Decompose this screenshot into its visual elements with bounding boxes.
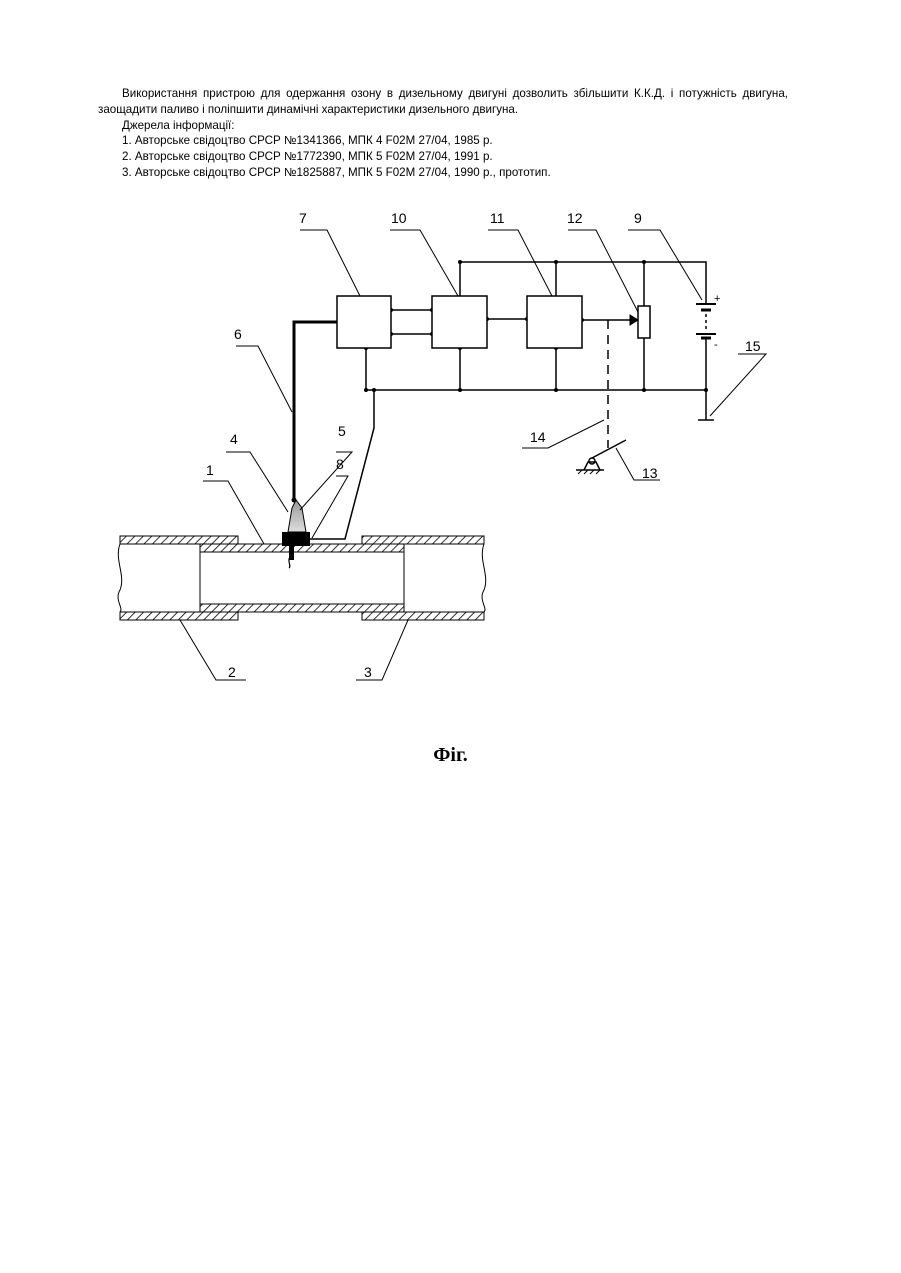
potentiometer-12 — [638, 306, 650, 338]
source-item-3: 3. Авторське свідоцтво СРСР №1825887, МП… — [98, 165, 788, 181]
battery-minus-sign: - — [714, 339, 718, 351]
battery-9 — [696, 304, 716, 338]
description-paragraph: Використання пристрою для одержання озон… — [98, 86, 788, 118]
source-item-1: 1. Авторське свідоцтво СРСР №1341366, МП… — [98, 133, 788, 149]
hv-line-6 — [294, 322, 337, 500]
block-10 — [432, 296, 487, 348]
label-4: 4 — [230, 431, 238, 447]
label-12: 12 — [567, 210, 583, 226]
bottom-bus — [366, 348, 706, 420]
label-14: 14 — [530, 429, 546, 445]
source-item-2: 2. Авторське свідоцтво СРСР №1772390, МП… — [98, 149, 788, 165]
circuit-figure: + - 7 10 11 12 9 15 6 4 5 8 1 — [0, 190, 901, 730]
label-15: 15 — [745, 338, 761, 354]
pipe-1-bottom-wall — [200, 604, 404, 612]
sources-heading: Джерела інформації: — [98, 118, 788, 134]
break-line-right — [482, 544, 486, 612]
block-11 — [527, 296, 582, 348]
label-1: 1 — [206, 462, 214, 478]
ozonizer-element — [282, 498, 310, 569]
pipe-2-bottom-wall — [120, 612, 238, 620]
block-7 — [337, 296, 391, 348]
label-11: 11 — [490, 210, 505, 226]
label-5: 5 — [338, 423, 346, 439]
break-line-left — [118, 544, 122, 612]
pipe-assembly — [118, 536, 486, 620]
pipe-3-top-wall — [362, 536, 484, 544]
battery-plus-sign: + — [714, 293, 720, 305]
accelerator-pedal-13 — [576, 440, 626, 474]
label-9: 9 — [634, 210, 642, 226]
text-block: Використання пристрою для одержання озон… — [98, 86, 788, 181]
figure-caption: Фіг. — [0, 744, 901, 767]
top-bus — [460, 262, 706, 304]
label-10: 10 — [391, 210, 407, 226]
label-3: 3 — [364, 664, 372, 680]
pipe-2-top-wall — [120, 536, 238, 544]
label-8: 8 — [336, 456, 344, 472]
label-13: 13 — [642, 465, 658, 481]
pipe-3-bottom-wall — [362, 612, 484, 620]
label-2: 2 — [228, 664, 236, 680]
label-6: 6 — [234, 326, 242, 342]
label-7: 7 — [299, 210, 307, 226]
